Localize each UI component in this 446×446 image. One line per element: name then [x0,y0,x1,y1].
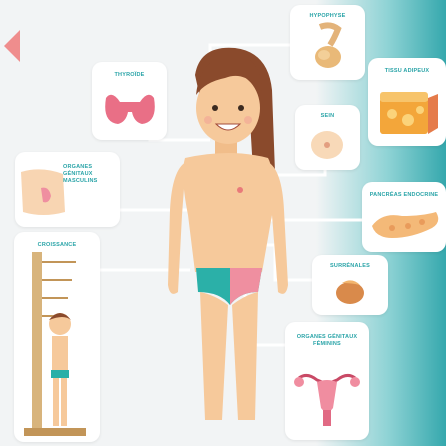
card-tissu-adipeux[interactable]: TISSU ADIPEUX [368,58,446,146]
breast-icon [295,105,360,170]
card-pancreas[interactable]: PANCRÉAS ENDOCRINE [362,182,446,252]
main-figure [168,48,288,420]
growth-chart-icon [14,232,100,442]
card-sein[interactable]: SEIN [295,105,360,170]
card-thyroide[interactable]: THYROÏDE [92,62,167,140]
adrenal-icon [312,255,388,315]
chevron-left-icon [0,26,24,66]
thyroid-icon [92,62,167,140]
pancreas-icon [362,182,446,252]
male-organs-icon [15,152,120,227]
card-surrenales[interactable]: SURRÉNALES [312,255,388,315]
card-hypophyse[interactable]: HYPOPHYSE [290,5,365,80]
card-organes-feminins[interactable]: ORGANES GÉNITAUX FÉMININS [285,322,369,440]
adipose-tissue-icon [368,58,446,146]
pituitary-icon [290,5,365,80]
back-button[interactable] [0,26,24,66]
card-croissance[interactable]: CROISSANCE [14,232,100,442]
card-organes-masculins[interactable]: ORGANES GÉNITAUX MASCULINS [15,152,120,227]
female-organs-icon [285,322,369,440]
